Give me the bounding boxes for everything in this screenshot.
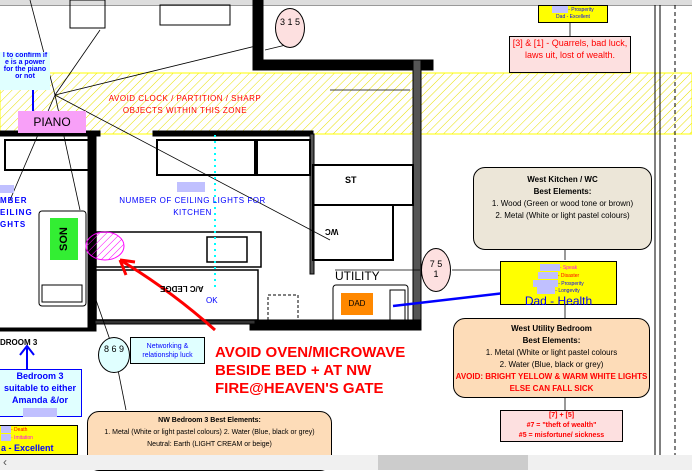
zone-warning: AVOID CLOCK / PARTITION / SHARP OBJECTS … <box>108 94 262 115</box>
hatched-zone <box>0 72 692 135</box>
column-header-strip <box>0 0 692 6</box>
flying-star-869: 8 6 9 <box>98 337 130 373</box>
bedroom3-note: Bedroom 3 suitable to either Amanda &/or <box>0 369 82 418</box>
flying-star-751: 7 5 1 <box>421 248 451 292</box>
ledge-label: A/C LEDGE <box>160 284 204 293</box>
oven-zone-marker <box>85 231 125 261</box>
ceiling-lights-left: MBER EILING GHTS <box>0 183 40 231</box>
scrollbar-thumb[interactable] <box>378 455 528 470</box>
wc-label: WC <box>325 227 339 236</box>
red-arrow <box>119 258 216 332</box>
piano-power-note: l to confirm if e is a power for the pia… <box>0 52 50 90</box>
ok-label: OK <box>206 296 218 305</box>
dad-health-box: - Speak- Disaster- Prosperity- Longevity… <box>500 261 617 308</box>
horizontal-scrollbar[interactable]: ‹ <box>0 455 692 470</box>
blue-arrow-dad <box>392 290 514 308</box>
bedroom3-label: DROOM 3 <box>0 338 38 347</box>
walls <box>0 0 676 470</box>
ceiling-highlight <box>177 182 205 192</box>
scroll-left-icon[interactable]: ‹ <box>3 455 7 469</box>
utility-label: UTILITY <box>335 269 380 283</box>
theft-note: [7] + [5]#7 = "theft of wealth"#5 = misf… <box>500 410 623 442</box>
flying-star-315: 3 1 5 <box>275 8 305 48</box>
son-label: SON <box>50 218 78 260</box>
piano-label: PIANO <box>18 111 86 133</box>
networking-note: Networking & relationship luck <box>130 337 205 364</box>
ceiling-lights-kitchen: NUMBER OF CEILING LIGHTS FOR KITCHEN <box>119 196 266 217</box>
dad-room-label: DAD <box>341 293 373 315</box>
store-label: ST <box>345 175 357 185</box>
quarrels-note: [3] & [1] - Quarrels, bad luck, laws uit… <box>509 36 631 73</box>
oven-warning: AVOID OVEN/MICROWAVE BESIDE BED + AT NW … <box>215 344 406 397</box>
